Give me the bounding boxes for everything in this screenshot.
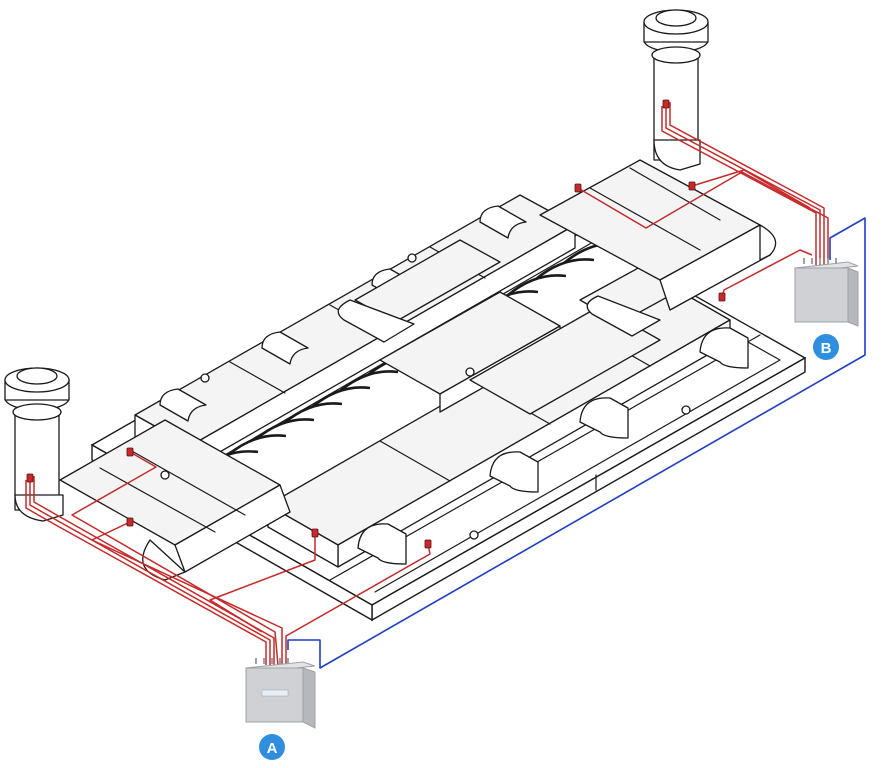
badge-a xyxy=(259,734,285,760)
sensor-icon xyxy=(688,181,696,191)
rear-header-duct xyxy=(539,159,777,311)
frame-bolts xyxy=(160,253,691,540)
sensor-icon xyxy=(662,99,670,109)
control-box-icon xyxy=(794,258,859,327)
sensor-icon xyxy=(126,517,134,527)
sensor-icon xyxy=(311,528,319,538)
link-cable xyxy=(287,217,866,669)
badge-b xyxy=(813,334,839,360)
sensor-icon xyxy=(574,183,582,193)
sensor-icon xyxy=(718,292,726,302)
unit-a-label: A xyxy=(267,740,278,757)
sensor-icon xyxy=(126,447,134,457)
sensor-wiring-a xyxy=(25,451,431,666)
control-box-a[interactable]: A xyxy=(245,658,316,760)
unit-b-label: B xyxy=(821,340,832,357)
sensor-wiring-b xyxy=(577,102,829,298)
ventilation-stack-front xyxy=(4,367,70,522)
sensor-icon xyxy=(424,539,432,549)
sensor-icon xyxy=(26,473,34,483)
control-box-icon xyxy=(245,658,316,729)
control-box-b[interactable]: B xyxy=(794,258,859,360)
sensors xyxy=(26,99,726,549)
ventilation-stack-rear xyxy=(643,9,709,171)
